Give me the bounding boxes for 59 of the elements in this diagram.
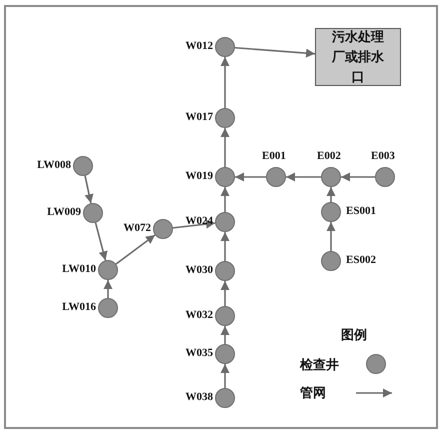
- manhole-circle: [215, 37, 235, 57]
- manhole-circle: [321, 202, 341, 222]
- pipe-arrow: [235, 172, 266, 182]
- pipe-arrow: [116, 234, 156, 265]
- manhole-circle: [375, 167, 395, 187]
- manhole-id: E003: [371, 150, 395, 163]
- manhole-circle: [266, 167, 286, 187]
- pipe-arrow: [220, 281, 230, 306]
- manhole-id: E001: [262, 150, 286, 163]
- pipe-arrow: [84, 176, 94, 204]
- legend-label: 管网: [300, 384, 326, 402]
- manhole-circle: [83, 203, 103, 223]
- pipe-arrow: [220, 232, 230, 261]
- manhole-id: W012: [186, 40, 213, 53]
- treatment-plant-box: [315, 28, 401, 86]
- pipe-arrow: [104, 280, 112, 298]
- pipe-arrow: [341, 172, 375, 182]
- manhole-circle: [215, 388, 235, 408]
- manhole-id: LW008: [37, 159, 71, 172]
- manhole-id: W035: [186, 347, 213, 360]
- manhole-circle: [153, 219, 173, 239]
- manhole-circle: [215, 167, 235, 187]
- manhole-id: W072: [124, 222, 151, 235]
- manhole-id: ES002: [346, 254, 376, 267]
- manhole-id: LW010: [62, 263, 96, 276]
- manhole-id: W030: [186, 264, 213, 277]
- manhole-id: ES001: [346, 205, 376, 218]
- legend-title: 图例: [341, 326, 367, 344]
- pipe-arrow: [94, 222, 108, 261]
- manhole-circle: [215, 108, 235, 128]
- manhole-circle: [98, 260, 118, 280]
- manhole-circle: [215, 306, 235, 326]
- manhole-circle: [215, 261, 235, 281]
- manhole-id: W032: [186, 309, 213, 322]
- manhole-circle: [215, 344, 235, 364]
- manhole-id: W019: [186, 170, 213, 183]
- manhole-circle: [321, 167, 341, 187]
- pipe-arrow: [172, 220, 216, 229]
- manhole-id: W038: [186, 391, 213, 404]
- manhole-circle: [321, 251, 341, 271]
- box-label: 污水处理厂或排水口: [330, 28, 385, 86]
- pipe-arrow: [326, 187, 336, 202]
- pipe-arrow: [220, 187, 230, 212]
- manhole-circle: [98, 298, 118, 318]
- manhole-id: LW009: [47, 206, 81, 219]
- pipe-arrow: [220, 364, 230, 388]
- legend-label: 检查井: [300, 356, 339, 374]
- manhole-id: E002: [317, 150, 341, 163]
- manhole-circle: [215, 212, 235, 232]
- pipe-arrow: [326, 222, 336, 251]
- manhole-id: W017: [186, 111, 213, 124]
- pipe-arrow: [234, 46, 316, 58]
- manhole-circle: [73, 156, 93, 176]
- manhole-id: LW016: [62, 301, 96, 314]
- pipe-arrow: [220, 128, 230, 167]
- pipe-arrow: [220, 326, 230, 344]
- pipe-arrow: [286, 172, 321, 182]
- manhole-id: W024: [186, 215, 213, 228]
- pipe-arrow: [220, 57, 230, 108]
